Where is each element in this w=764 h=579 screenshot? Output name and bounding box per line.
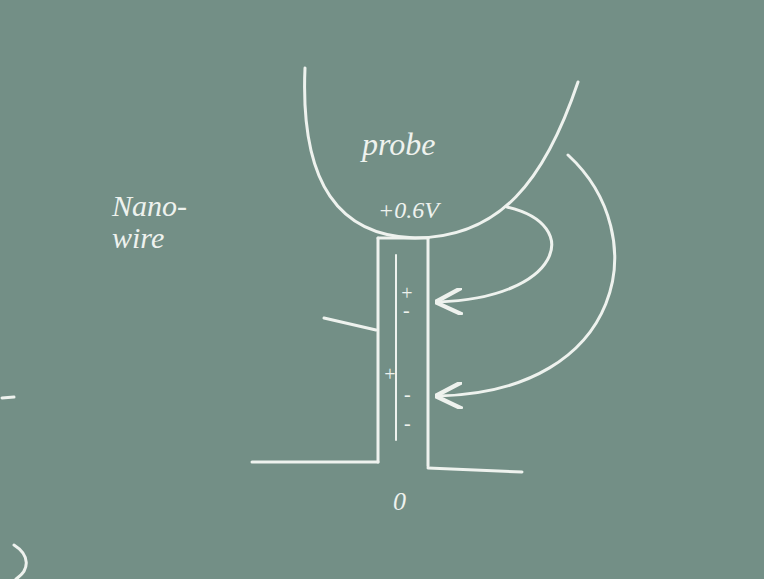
substrate-left	[252, 461, 378, 464]
wire-core	[395, 255, 397, 440]
substrate-right	[428, 468, 522, 472]
charge-sign: -	[404, 384, 426, 405]
wire-left-wall	[377, 238, 380, 462]
ground-label: 0	[393, 488, 423, 515]
probe-outline	[305, 68, 578, 238]
edge-mark	[14, 545, 26, 579]
charge-sign: -	[403, 300, 425, 321]
wire-top	[378, 237, 428, 240]
charge-sign: +	[383, 364, 405, 385]
nanowire-label: Nano- wire	[112, 190, 212, 253]
charge-sign: -	[404, 413, 426, 434]
voltage-label: +0.6V	[378, 198, 478, 223]
field-arrow	[438, 207, 552, 302]
probe-label: probe	[362, 128, 482, 162]
wire-right-wall	[427, 238, 430, 466]
field-arrow	[438, 155, 615, 396]
edge-mark	[2, 397, 14, 398]
tick-line	[324, 318, 376, 330]
